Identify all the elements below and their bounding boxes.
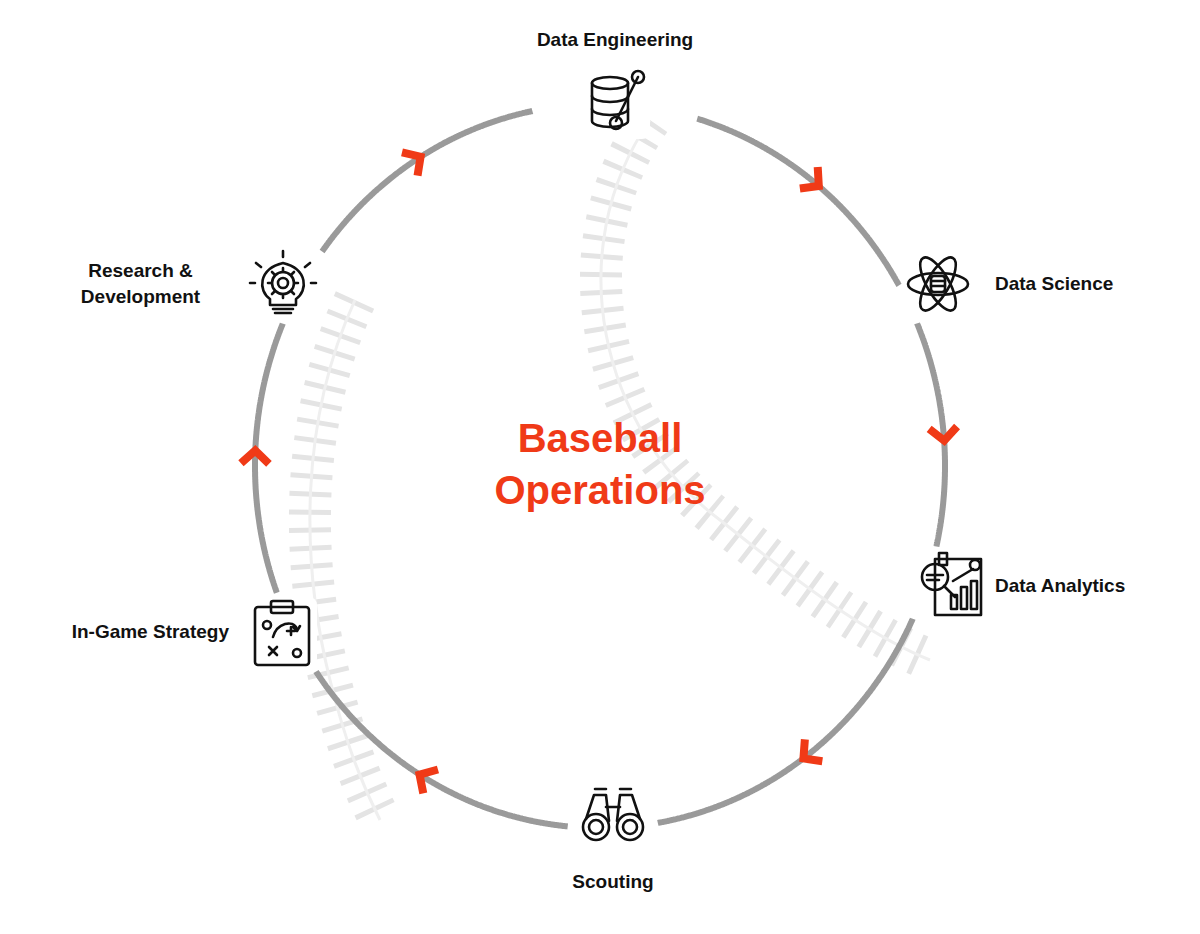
node-label-group: Data Science: [995, 271, 1113, 297]
chevron-arrowhead: [241, 451, 269, 464]
seam-line-right: [601, 120, 930, 660]
process-node: Scouting: [572, 777, 653, 895]
process-node: Data Engineering: [537, 27, 693, 139]
node-label-group: Scouting: [572, 869, 653, 895]
ring-connector: [316, 672, 568, 827]
node-label-group: Research & Development: [73, 258, 208, 309]
node-label: Data Engineering: [537, 27, 693, 53]
binoculars-icon: [578, 777, 648, 847]
ring-connector: [917, 323, 957, 546]
seam-line-left: [310, 300, 380, 820]
lightbulb-gear-icon: [248, 249, 318, 319]
chevron-arrowhead: [800, 167, 819, 189]
node-label: Scouting: [572, 869, 653, 895]
chevron-arrowhead: [402, 152, 421, 175]
process-node: In-Game Strategy: [72, 597, 317, 667]
process-node: Research & Development: [73, 249, 318, 319]
seam-stitch-right: [601, 120, 930, 660]
center-title: Baseball Operations: [470, 412, 730, 516]
ring-arc: [316, 672, 568, 827]
node-label: Data Analytics: [995, 573, 1125, 599]
ring-connector: [697, 119, 899, 286]
node-label: In-Game Strategy: [72, 619, 229, 645]
ring-arc: [322, 111, 532, 252]
atom-icon: [903, 249, 973, 319]
ring-connector: [658, 619, 913, 823]
chevron-arrowhead: [803, 739, 822, 761]
chevron-arrowhead: [420, 770, 438, 794]
analytics-board-icon: [917, 551, 987, 621]
node-label-group: Data Engineering: [537, 27, 693, 53]
node-label: Research & Development: [73, 258, 208, 309]
ring-arc: [697, 119, 899, 286]
chevron-arrowhead: [929, 426, 957, 440]
seam-stitches: [310, 120, 930, 820]
seam-stitch-left: [310, 300, 380, 820]
seam-lines: [310, 120, 930, 820]
ring-arc: [658, 619, 913, 823]
ring-connector: [241, 324, 283, 593]
process-node: Data Analytics: [917, 551, 1125, 621]
node-label-group: In-Game Strategy: [72, 619, 229, 645]
clipboard-strategy-icon: [247, 597, 317, 667]
process-node: Data Science: [903, 249, 1113, 319]
node-label-group: Data Analytics: [995, 573, 1125, 599]
database-wrench-icon: [580, 69, 650, 139]
node-label: Data Science: [995, 271, 1113, 297]
ring-connector: [322, 111, 532, 252]
